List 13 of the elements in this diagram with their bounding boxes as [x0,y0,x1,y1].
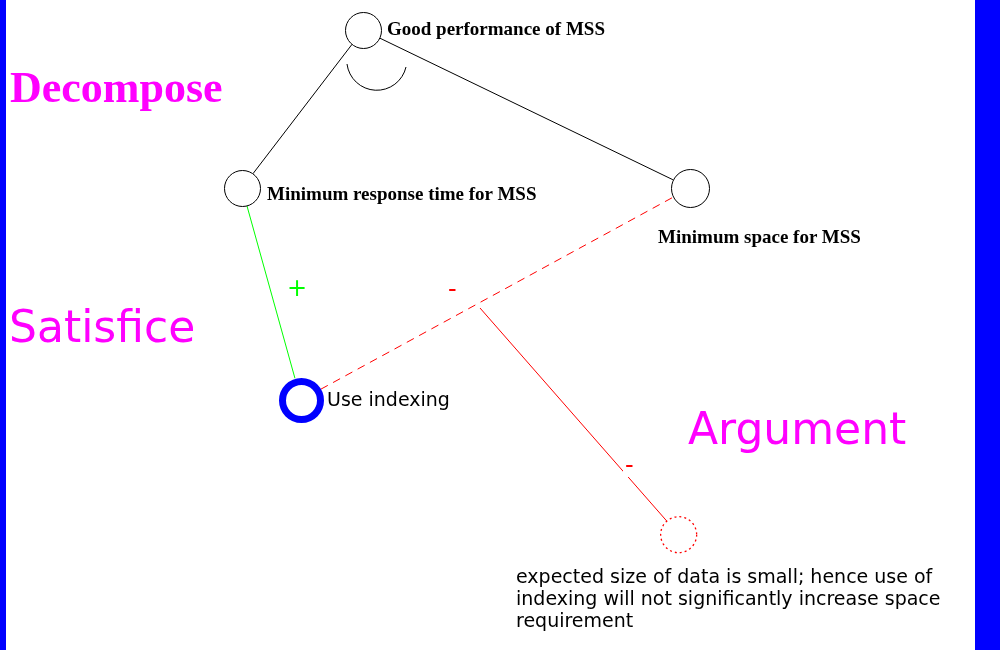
link-line [246,204,296,379]
dashed-link [320,196,674,390]
node-label: Good performance of MSS [387,18,605,40]
node-label: Minimum response time for MSS [267,183,537,205]
section-heading: Decompose [10,64,223,113]
link-line [378,37,674,181]
node-label: expected size of data is small; hence use of indexing will not significantly increase space requirement [516,565,942,631]
section-heading: Argument [688,405,907,454]
section-heading: Satisfice [9,303,196,352]
argument-link [479,307,668,522]
node-label: Use indexing [327,388,450,410]
link-line [252,43,353,175]
node-label: Minimum space for MSS [658,226,861,248]
